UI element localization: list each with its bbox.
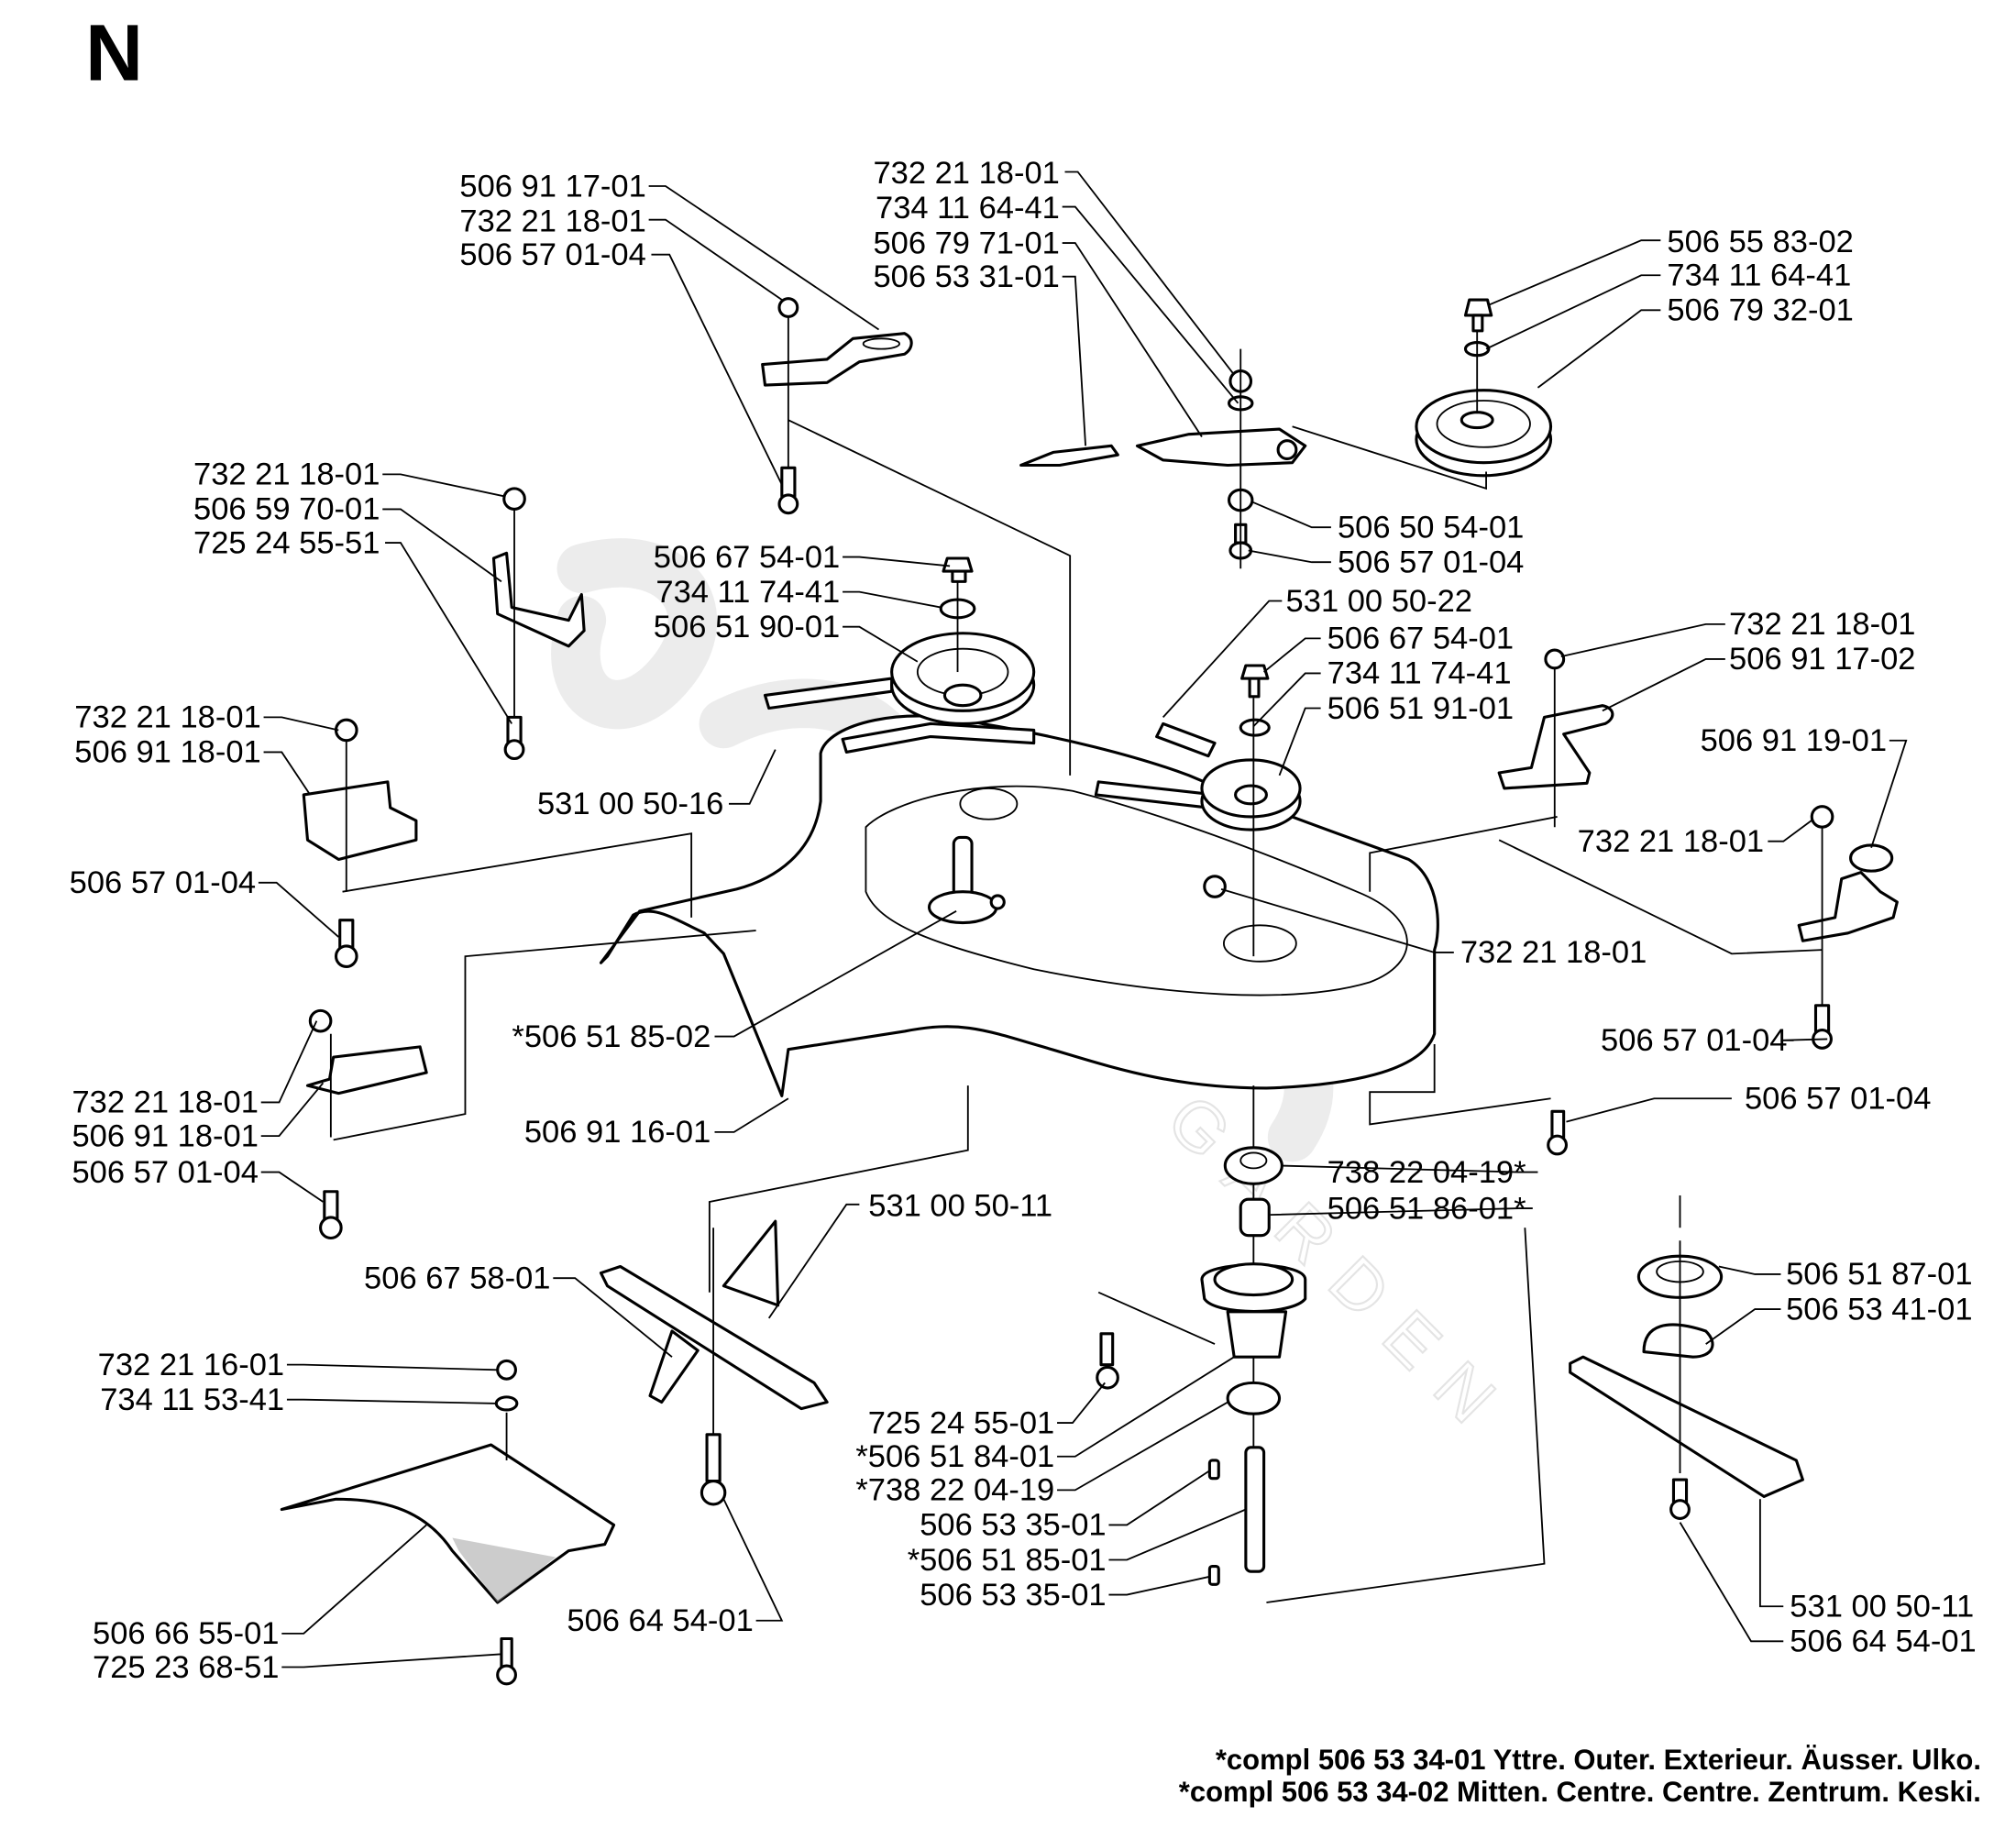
part-label: 506 57 01-04 — [70, 865, 256, 900]
part-label: 506 55 83-02 — [1667, 225, 1853, 259]
bracket-506-91-17-01 — [761, 297, 913, 515]
part-label: 506 91 17-02 — [1729, 642, 1915, 677]
pulley-506-79-32-01 — [1415, 298, 1553, 478]
part-label: 725 24 55-01 — [868, 1405, 1054, 1440]
part-label: 506 53 35-01 — [920, 1578, 1106, 1613]
part-label: 506 51 87-01 — [1786, 1257, 1972, 1292]
screw-506-57-01-04-right — [1547, 1109, 1569, 1156]
part-label: 506 57 01-04 — [1601, 1023, 1787, 1058]
part-label: 506 67 54-01 — [654, 540, 840, 575]
guard-506-66-55-01 — [280, 1359, 616, 1686]
part-label: *506 51 84-01 — [855, 1439, 1054, 1474]
part-labels: 506 91 17-01 732 21 18-01 506 57 01-04 7… — [70, 156, 1977, 1685]
footnote-centre: *compl 506 53 34-02 Mitten. Centre. Cent… — [1179, 1776, 1981, 1808]
pulley-right — [1200, 664, 1302, 957]
part-label: 732 21 18-01 — [1460, 935, 1647, 970]
part-label: 732 21 18-01 — [74, 700, 260, 735]
part-label: 734 11 64-41 — [1667, 259, 1851, 293]
part-label: 732 21 18-01 — [193, 457, 380, 492]
bracket-506-91-18-01-bottom — [305, 1008, 428, 1240]
bracket-506-91-18-01-top — [302, 718, 418, 969]
part-label: 734 11 53-41 — [100, 1382, 284, 1417]
section-letter: N — [85, 7, 143, 97]
leader-lines — [258, 171, 1908, 1668]
part-label: 506 51 90-01 — [654, 610, 840, 644]
part-label: 506 53 35-01 — [920, 1508, 1106, 1543]
part-label: 506 91 19-01 — [1701, 723, 1887, 758]
part-label: 506 51 86-01* — [1327, 1191, 1526, 1226]
part-label: 506 64 54-01 — [1790, 1624, 1976, 1659]
footnotes: *compl 506 53 34-01 Yttre. Outer. Exteri… — [1179, 1744, 1981, 1808]
pulley-left — [890, 556, 1036, 725]
clip-506-59-70-01 — [491, 487, 586, 761]
blade-531-00-50-11-right — [1569, 1240, 1804, 1520]
part-label: 725 24 55-51 — [193, 525, 380, 560]
part-label: 506 79 32-01 — [1667, 293, 1853, 328]
bracket-506-91-19-01 — [1797, 805, 1899, 1050]
part-label: 506 66 55-01 — [93, 1616, 279, 1651]
part-label: 531 00 50-16 — [537, 787, 723, 821]
part-label: 506 79 71-01 — [873, 226, 1059, 260]
part-label: 732 21 16-01 — [98, 1348, 284, 1382]
part-label: 732 21 18-01 — [459, 204, 645, 238]
footnote-outer: *compl 506 53 34-01 Yttre. Outer. Exteri… — [1216, 1744, 1981, 1776]
mower-deck-housing — [599, 714, 1439, 1097]
idler-arm — [1019, 348, 1307, 569]
part-label: 506 91 16-01 — [524, 1115, 711, 1150]
part-label: 732 21 18-01 — [72, 1085, 258, 1120]
belt-531-00-50-16 — [763, 677, 1036, 754]
part-label: 506 91 18-01 — [72, 1118, 258, 1153]
part-label: 506 57 01-04 — [1745, 1082, 1931, 1117]
part-label: 734 11 74-41 — [1327, 656, 1512, 691]
part-label: 734 11 64-41 — [876, 191, 1060, 226]
part-label: 734 11 74-41 — [655, 575, 840, 610]
part-label: 725 23 68-51 — [93, 1650, 279, 1685]
part-label: *506 51 85-01 — [908, 1543, 1107, 1578]
part-label: 506 91 17-01 — [459, 169, 645, 204]
part-label: 506 67 54-01 — [1327, 622, 1514, 656]
watermark-text: GARDEN — [1152, 1080, 1528, 1456]
blade-531-00-50-11-left — [599, 1219, 829, 1506]
part-label: 506 91 18-01 — [74, 735, 260, 770]
part-label: 531 00 50-22 — [1286, 584, 1472, 619]
part-label: *738 22 04-19 — [855, 1473, 1054, 1508]
part-label: 506 50 54-01 — [1338, 510, 1524, 545]
part-label: 506 59 70-01 — [193, 492, 380, 527]
spindle-assembly — [1096, 1085, 1307, 1586]
part-label: 732 21 18-01 — [1578, 824, 1764, 859]
part-label: 531 00 50-11 — [1790, 1590, 1974, 1624]
part-label: 738 22 04-19* — [1327, 1155, 1526, 1190]
part-label: 506 53 41-01 — [1786, 1292, 1972, 1327]
part-label: 732 21 18-01 — [873, 156, 1059, 191]
part-label: 506 67 58-01 — [364, 1261, 550, 1295]
part-label: *506 51 85-02 — [512, 1019, 711, 1054]
part-label: 506 57 01-04 — [72, 1155, 258, 1190]
part-label: 506 51 91-01 — [1327, 691, 1514, 726]
part-label: 506 64 54-01 — [567, 1603, 753, 1638]
part-label: 732 21 18-01 — [1729, 607, 1915, 642]
part-label: 531 00 50-11 — [868, 1189, 1052, 1224]
part-label: 506 57 01-04 — [1338, 545, 1524, 579]
bracket-506-91-17-02 — [1497, 648, 1614, 828]
part-label: 506 53 31-01 — [873, 259, 1059, 294]
part-label: 506 57 01-04 — [459, 237, 645, 272]
